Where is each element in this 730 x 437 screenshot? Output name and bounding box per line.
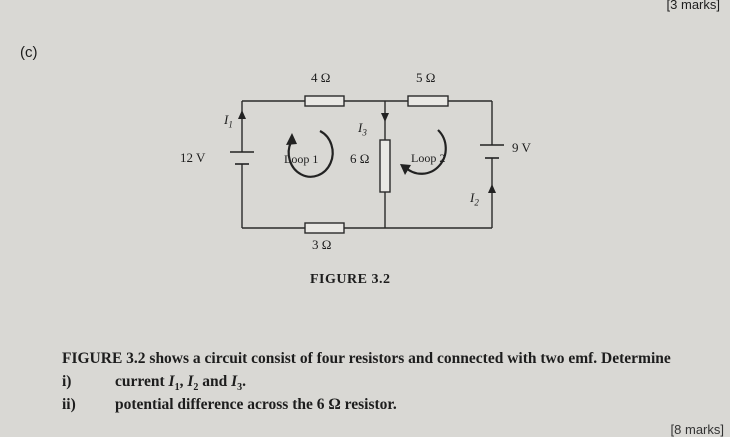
marks-label-bottom: [8 marks] — [670, 422, 724, 437]
label-emf-12v: 12 V — [180, 150, 206, 165]
loop-2-arrow-icon — [404, 129, 447, 175]
question-1-text: current I1, I2 and I3. — [115, 373, 247, 394]
loop-1-arrow-icon — [287, 130, 334, 178]
label-current-3: I3 — [358, 120, 367, 138]
label-emf-9v: 9 V — [512, 140, 531, 155]
label-loop-1: Loop 1 — [284, 152, 319, 166]
question-2-number: ii) — [62, 396, 76, 413]
label-current-2: I2 — [470, 190, 479, 208]
loop-2-arrowhead-icon — [400, 164, 411, 175]
arrow-i1-icon — [238, 110, 246, 119]
loop-1-arrowhead-icon — [286, 133, 297, 145]
marks-label-top: [3 marks] — [666, 0, 720, 12]
battery-9v — [480, 144, 504, 159]
figure-caption: FIGURE 3.2 — [310, 272, 391, 287]
question-statement: FIGURE 3.2 shows a circuit consist of fo… — [62, 350, 671, 367]
arrow-i3-icon — [381, 113, 389, 122]
question-1-number: i) — [62, 373, 72, 390]
label-loop-2: Loop 2 — [411, 151, 446, 165]
battery-12v — [230, 151, 254, 165]
part-label: (c) — [20, 44, 38, 61]
resistor-3-ohm — [304, 222, 345, 234]
arrow-i2-icon — [488, 184, 496, 193]
resistor-5-ohm — [407, 95, 449, 107]
question-2-text: potential difference across the 6 Ω resi… — [115, 396, 397, 413]
label-r-top-left: 4 Ω — [311, 70, 331, 85]
label-r-top-right: 5 Ω — [416, 70, 436, 85]
resistor-6-ohm — [379, 139, 391, 193]
label-r-bottom: 3 Ω — [312, 237, 332, 252]
label-current-1: I1 — [224, 112, 233, 130]
resistor-4-ohm — [304, 95, 345, 107]
label-r-middle: 6 Ω — [350, 151, 370, 166]
